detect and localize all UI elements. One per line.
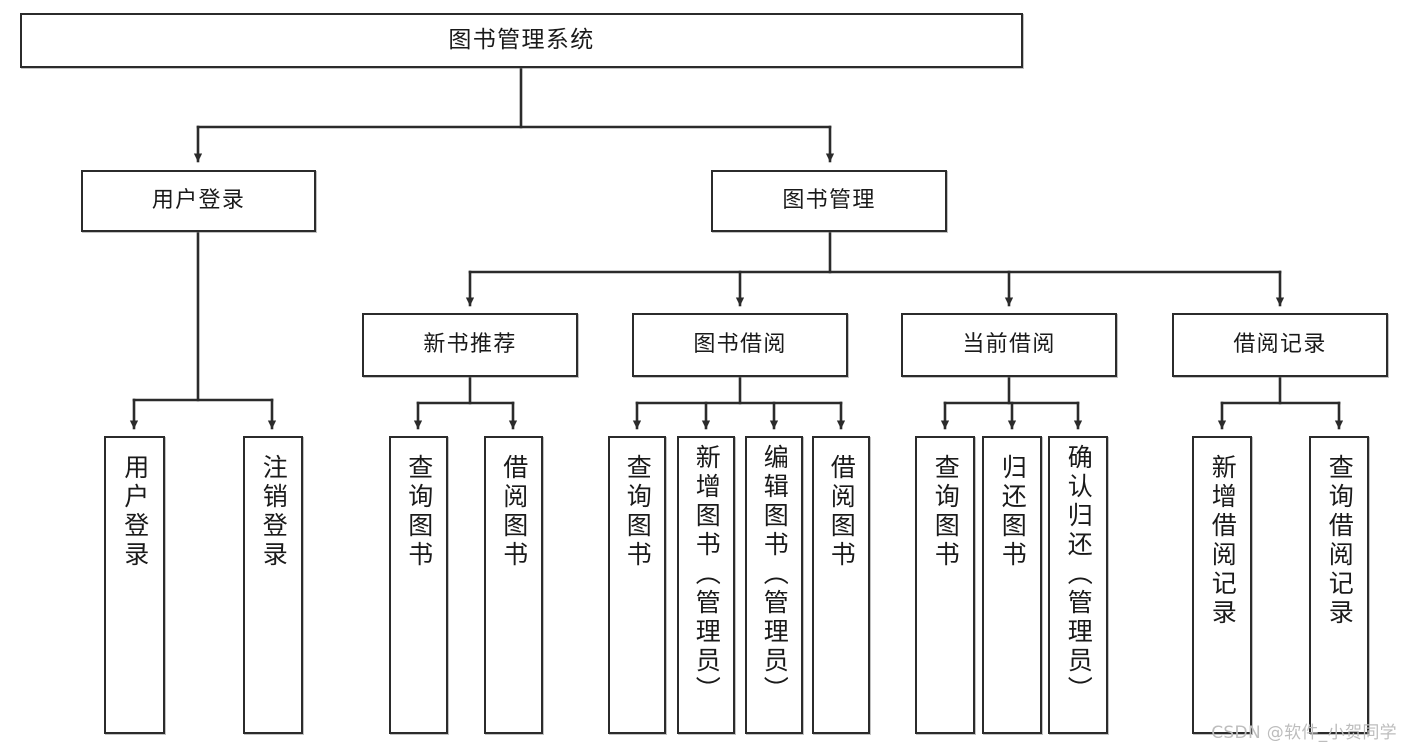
node-new-book-recommend[interactable]: 新书推荐 [362,313,578,377]
node-label: 图书管理 [782,187,876,213]
node-book-borrow[interactable]: 图书借阅 [632,313,848,377]
node-label: 编辑图书（管理员） [760,444,790,705]
node-label: 归还图书 [998,454,1028,570]
node-label: 查询图书 [623,454,653,570]
node-root-system[interactable]: 图书管理系统 [20,13,1023,68]
node-label: 用户登录 [120,454,150,570]
node-label: 借阅图书 [827,454,857,570]
leaf-new-book-query[interactable]: 查询图书 [389,436,448,734]
node-book-management[interactable]: 图书管理 [711,170,947,232]
node-label: 新书推荐 [423,331,517,357]
leaf-book-borrow-add[interactable]: 新增图书（管理员） [677,436,735,734]
leaf-book-borrow-query[interactable]: 查询图书 [608,436,666,734]
node-label: 查询借阅记录 [1325,454,1355,628]
leaf-borrow-record-add[interactable]: 新增借阅记录 [1192,436,1252,734]
node-user-login[interactable]: 用户登录 [81,170,316,232]
leaf-user-login-logout[interactable]: 注销登录 [243,436,303,734]
node-label: 注销登录 [259,454,289,570]
node-label: 图书管理系统 [448,26,595,53]
node-label: 当前借阅 [962,331,1056,357]
node-label: 借阅记录 [1233,331,1327,357]
leaf-book-borrow-borrow[interactable]: 借阅图书 [812,436,870,734]
csdn-watermark: CSDN @软件_小贺同学 [1211,723,1397,743]
leaf-new-book-borrow[interactable]: 借阅图书 [484,436,543,734]
node-label: 新增图书（管理员） [692,444,722,705]
node-label: 查询图书 [404,454,434,570]
node-label: 图书借阅 [693,331,787,357]
leaf-current-borrow-return[interactable]: 归还图书 [982,436,1042,734]
node-label: 新增借阅记录 [1208,454,1238,628]
leaf-user-login-login[interactable]: 用户登录 [104,436,165,734]
leaf-borrow-record-query[interactable]: 查询借阅记录 [1309,436,1369,734]
node-label: 用户登录 [151,187,246,213]
leaf-book-borrow-edit[interactable]: 编辑图书（管理员） [745,436,803,734]
node-label: 确认归还（管理员） [1064,444,1094,705]
leaf-current-borrow-query[interactable]: 查询图书 [915,436,975,734]
node-current-borrow[interactable]: 当前借阅 [901,313,1117,377]
node-borrow-record[interactable]: 借阅记录 [1172,313,1388,377]
node-label: 借阅图书 [499,454,529,570]
leaf-current-borrow-confirm-return[interactable]: 确认归还（管理员） [1048,436,1108,734]
node-label: 查询图书 [931,454,961,570]
